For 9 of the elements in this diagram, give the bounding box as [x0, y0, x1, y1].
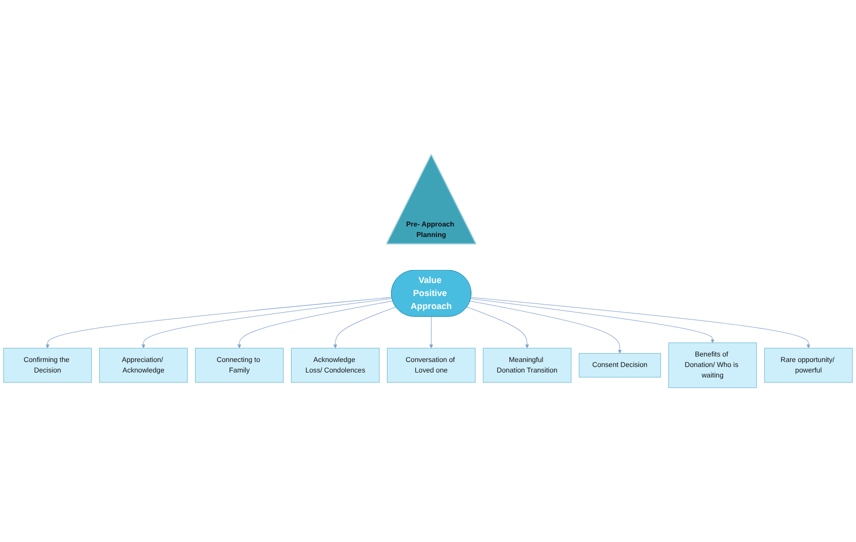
arrow — [142, 298, 392, 348]
arrow — [470, 296, 810, 348]
arrow — [470, 300, 622, 354]
arrow — [466, 306, 530, 348]
arrow — [470, 298, 714, 343]
arrow — [333, 306, 396, 348]
arrow — [429, 316, 434, 348]
arrow — [46, 296, 392, 348]
arrow — [237, 300, 394, 348]
